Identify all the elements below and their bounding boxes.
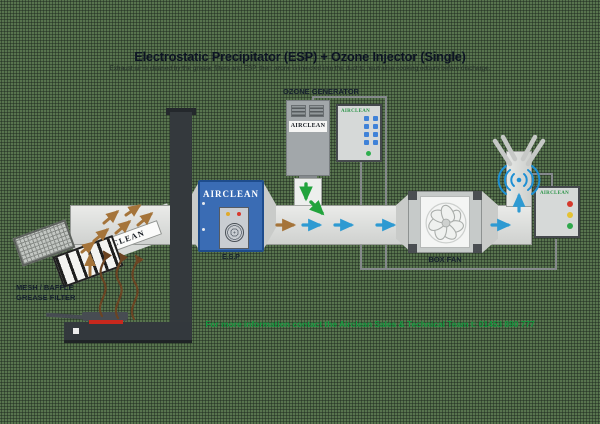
status-led-red <box>567 201 573 207</box>
page-subtitle: Exhaust air is cleaned by the grease fil… <box>109 65 491 72</box>
ozone-brand-label: AIRCLEAN <box>289 121 327 132</box>
fan-corner <box>473 191 482 200</box>
discharge-stack <box>506 151 532 207</box>
panel-button <box>373 132 378 137</box>
ozone-panel-led-green <box>366 151 371 156</box>
fan-housing <box>420 196 470 248</box>
esp-fan-grille-icon <box>225 223 244 242</box>
ozone-generator: AIRCLEAN <box>286 100 330 176</box>
ozone-generator-label: OZONE GENERATOR <box>283 87 359 96</box>
esp-led-yellow <box>226 212 230 216</box>
grease-filter-label-line2: GREASE FILTER <box>16 292 76 302</box>
ozone-injection-spout <box>294 178 322 206</box>
fan-blades-icon <box>425 202 467 244</box>
status-led-green <box>567 223 573 229</box>
duct-transition <box>482 191 498 253</box>
riser-cap <box>166 108 196 115</box>
esp-bolt <box>202 228 205 231</box>
esp-bolt <box>202 202 205 205</box>
box-fan <box>408 191 482 253</box>
contact-line: For more information contact the Airclea… <box>205 319 535 329</box>
panel-button <box>364 140 369 145</box>
esp-control-panel <box>219 207 249 249</box>
ozone-panel-brand-label: AIRCLEAN <box>341 109 371 114</box>
ozone-panel-buttons <box>364 116 378 145</box>
panel-button <box>373 140 378 145</box>
cooker <box>64 322 192 343</box>
panel-button <box>364 132 369 137</box>
panel-button <box>373 124 378 129</box>
ozone-vent <box>291 105 306 117</box>
ozone-vent <box>309 105 324 117</box>
cooker-knob <box>73 328 79 334</box>
extract-riser <box>170 112 192 340</box>
esp-unit: AIRCLEAN <box>198 180 264 252</box>
esp-label: E.S.P <box>222 254 240 261</box>
ozone-control-panel: AIRCLEAN <box>336 104 382 162</box>
monitoring-panel-brand-label: AIRCLEAN <box>540 191 570 196</box>
grease-filter-label: MESH / BAFFLE GREASE FILTER <box>16 283 75 303</box>
status-led-yellow <box>567 212 573 218</box>
grease-filter-label-line1: MESH / BAFFLE <box>16 283 74 292</box>
esp-brand-label: AIRCLEAN <box>202 189 259 199</box>
fan-corner <box>408 244 417 253</box>
panel-button <box>373 116 378 121</box>
fan-corner <box>408 191 417 200</box>
panel-button <box>364 124 369 129</box>
esp-led-red <box>237 212 241 216</box>
burner-flame <box>89 320 123 324</box>
panel-button <box>364 116 369 121</box>
monitoring-panel: AIRCLEAN <box>534 186 580 238</box>
ozone-neck <box>299 174 317 180</box>
fan-corner <box>473 244 482 253</box>
box-fan-label: BOX FAN <box>428 255 462 264</box>
page-title: Electrostatic Precipitator (ESP) + Ozone… <box>134 49 466 64</box>
